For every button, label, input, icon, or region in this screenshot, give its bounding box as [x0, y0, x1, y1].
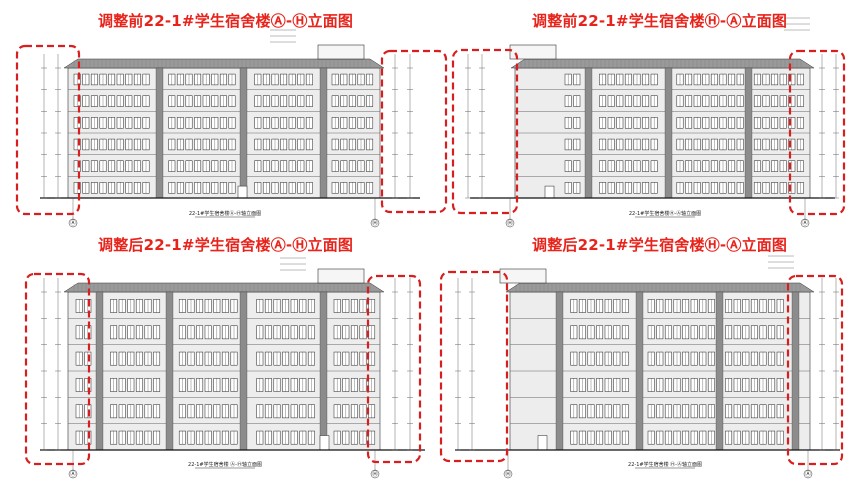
axis-bubble — [505, 218, 515, 228]
drawing-caption: 22-1#学生宿舍楼Ⓐ-Ⓗ轴立面图 — [189, 210, 261, 217]
stair-band — [791, 291, 800, 451]
stair-band — [635, 291, 644, 451]
axis-label: Ⓐ — [805, 470, 811, 478]
stair-band — [239, 291, 248, 451]
axis-bubble — [370, 469, 380, 479]
highlight-box — [788, 49, 846, 216]
entrance-door — [237, 185, 248, 199]
highlight-box — [380, 49, 448, 214]
highlight-box — [451, 48, 519, 215]
elevation-after-h-a: Ⓗ Ⓐ 22-1#学生宿舍楼 Ⓗ-Ⓐ轴立面图 — [439, 255, 844, 479]
stair-band — [95, 291, 104, 451]
stair-band — [155, 67, 164, 199]
axis-label: Ⓗ — [507, 219, 513, 227]
axis-label: Ⓗ — [372, 219, 378, 227]
roof — [510, 58, 815, 69]
highlight-box — [786, 274, 844, 466]
axis-label: Ⓗ — [372, 470, 378, 478]
elevation-before-a-h: Ⓐ Ⓗ 22-1#学生宿舍楼Ⓐ-Ⓗ轴立面图 — [15, 29, 448, 228]
entrance-door — [319, 435, 330, 451]
stair-band — [715, 291, 724, 451]
highlight-box — [439, 270, 509, 463]
entrance-door — [544, 185, 555, 199]
title-after-h-a: 调整后22-1#学生宿舍楼Ⓗ-Ⓐ立面图 — [532, 236, 788, 254]
stair-band — [664, 67, 673, 199]
axis-label: Ⓗ — [505, 470, 511, 478]
entrance-door — [537, 435, 548, 451]
drawing-caption: 22-1#学生宿舍楼Ⓗ-Ⓐ轴立面图 — [629, 210, 701, 217]
roof — [63, 58, 385, 69]
stair-band — [584, 67, 593, 199]
stair-band — [744, 67, 753, 199]
axis-label: Ⓐ — [70, 470, 76, 478]
stair-tower — [499, 268, 547, 284]
axis-label: Ⓐ — [70, 219, 76, 227]
axis-bubble — [800, 218, 810, 228]
stair-tower — [317, 44, 365, 60]
elevation-after-a-h: Ⓐ Ⓗ 22-1#学生宿舍楼 Ⓐ-Ⓗ轴立面图 — [24, 257, 425, 479]
stair-band — [319, 67, 328, 199]
title-before-h-a: 调整前22-1#学生宿舍楼Ⓗ-Ⓐ立面图 — [532, 12, 788, 30]
stair-band — [319, 291, 328, 451]
axis-bubble — [68, 218, 78, 228]
stair-band — [165, 291, 174, 451]
axis-bubble — [370, 218, 380, 228]
highlight-box — [24, 272, 91, 466]
axis-bubble — [503, 469, 513, 479]
stair-band — [555, 291, 564, 451]
axis-bubble — [68, 469, 78, 479]
highlight-box — [366, 274, 422, 464]
highlight-box — [15, 44, 81, 216]
title-before-a-h: 调整前22-1#学生宿舍楼Ⓐ-Ⓗ立面图 — [98, 12, 354, 30]
axis-bubble — [803, 469, 813, 479]
stair-band — [239, 67, 248, 199]
stair-tower — [509, 44, 557, 60]
title-after-a-h: 调整后22-1#学生宿舍楼Ⓐ-Ⓗ立面图 — [98, 236, 354, 254]
drawing-caption: 22-1#学生宿舍楼 Ⓗ-Ⓐ轴立面图 — [628, 461, 702, 468]
stair-tower — [317, 268, 365, 284]
elevation-before-h-a: Ⓗ Ⓐ 22-1#学生宿舍楼Ⓗ-Ⓐ轴立面图 — [451, 17, 846, 228]
drawing-caption: 22-1#学生宿舍楼 Ⓐ-Ⓗ轴立面图 — [188, 461, 262, 468]
roof — [63, 282, 385, 293]
axis-label: Ⓐ — [802, 219, 808, 227]
